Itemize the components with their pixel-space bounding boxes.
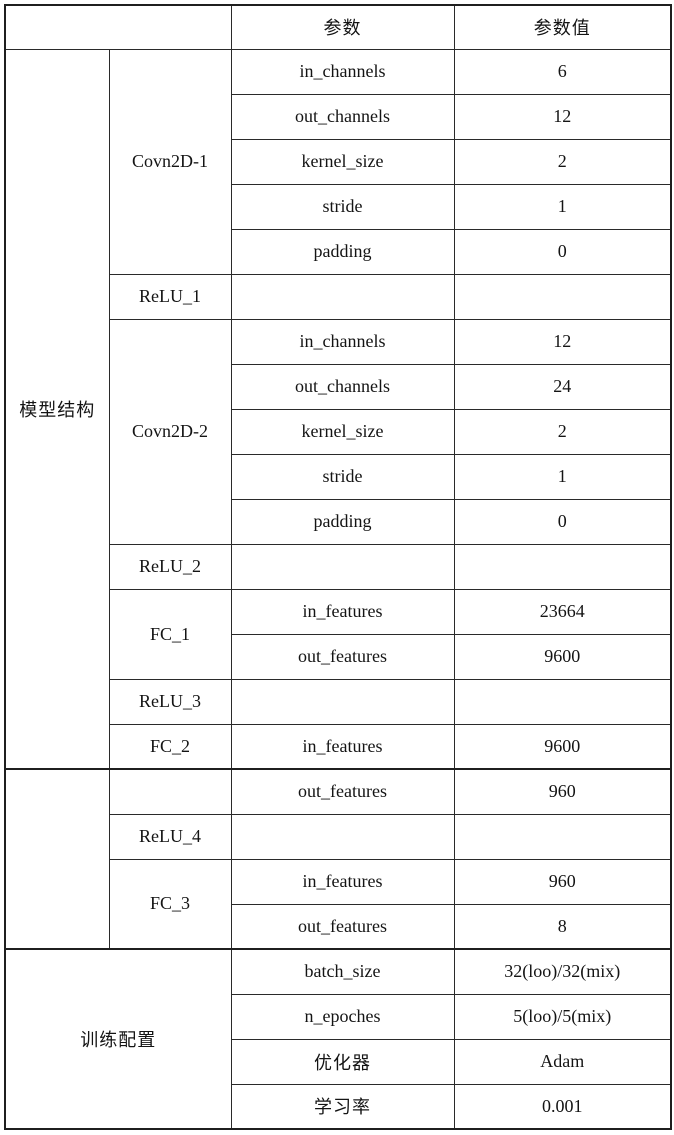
param-cell: in_features [230,858,455,905]
header-corner-cell [4,4,232,50]
diagonal-empty-cell [453,813,672,860]
value-cell: 960 [453,768,672,815]
diagonal-empty-cell [230,678,455,725]
header-row: 参数 参数值 [4,4,672,50]
diagonal-empty-cell [230,543,455,590]
table-row: kernel_size 2 [5,408,672,455]
table-row: ReLU_4 [5,813,672,860]
value-cell: 0 [453,228,672,275]
param-cell: out_channels [230,363,455,410]
section-label-model-structure: 模型结构 [4,48,110,770]
param-cell: batch_size [230,948,455,995]
table-row: stride 1 [5,453,672,500]
table-row: out_features 960 [4,768,672,950]
table-row: padding 0 [5,228,672,275]
value-cell: 9600 [453,633,672,680]
param-cell: out_features [230,768,455,815]
value-cell: 12 [453,318,672,365]
value-cell: 1 [453,183,672,230]
parameters-table-container: 参数 参数值 模型结构 Covn2D-1 in_channels 6 out_c… [4,4,672,1130]
value-cell: 24 [453,363,672,410]
diagonal-empty-cell [453,678,672,725]
value-cell: 5(loo)/5(mix) [453,993,672,1040]
value-cell: 23664 [453,588,672,635]
header-value-cell: 参数值 [453,4,672,50]
layer-cell-fc-2: FC_2 [108,723,232,770]
param-cell: n_epoches [230,993,455,1040]
table-row: out_channels 12 [5,93,672,140]
value-cell: 2 [453,138,672,185]
value-cell: 0.001 [453,1083,672,1130]
param-cell: out_channels [230,93,455,140]
table-row: out_features 9600 [5,633,672,680]
param-cell: out_features [230,633,455,680]
param-cell: stride [230,453,455,500]
value-cell: 12 [453,93,672,140]
value-cell: 6 [453,48,672,95]
param-cell: out_features [230,903,455,950]
section-label-empty [4,768,110,950]
param-cell: in_features [230,588,455,635]
value-cell: 960 [453,858,672,905]
param-cell: in_channels [230,48,455,95]
diagonal-empty-cell [230,813,455,860]
table-row: n_epoches 5(loo)/5(mix) [5,993,672,1040]
table-row: Covn2D-2 in_channels 12 [5,318,672,545]
table-row: 训练配置 batch_size 32(loo)/32(mix) [4,948,672,1130]
layer-cell-fc-1: FC_1 [108,588,232,680]
table-row: FC_3 in_features 960 [5,858,672,950]
layer-cell-covn2d-2: Covn2D-2 [108,318,232,545]
layer-cell-relu-1: ReLU_1 [108,273,232,320]
layer-cell-empty [108,768,232,815]
value-cell: 2 [453,408,672,455]
diagonal-empty-cell [453,543,672,590]
value-cell: 8 [453,903,672,950]
param-cell-optimizer: 优化器 [230,1038,455,1085]
table-row: FC_2 in_features 9600 [5,723,672,770]
layer-cell-relu-2: ReLU_2 [108,543,232,590]
table-row: padding 0 [5,498,672,545]
value-cell: Adam [453,1038,672,1085]
value-cell: 1 [453,453,672,500]
param-cell: in_channels [230,318,455,365]
param-cell: padding [230,228,455,275]
param-cell: kernel_size [230,408,455,455]
table-row: kernel_size 2 [5,138,672,185]
table-row: 学习率 0.001 [5,1083,672,1130]
layer-cell-relu-4: ReLU_4 [108,813,232,860]
diagonal-empty-cell [453,273,672,320]
value-cell: 9600 [453,723,672,770]
param-cell: stride [230,183,455,230]
diagonal-empty-cell [230,273,455,320]
table-row: ReLU_3 [5,678,672,725]
header-param-cell: 参数 [230,4,455,50]
table-row: ReLU_1 [5,273,672,320]
value-cell: 0 [453,498,672,545]
layer-cell-fc-3: FC_3 [108,858,232,950]
layer-cell-covn2d-1: Covn2D-1 [108,48,232,275]
table-row: 模型结构 Covn2D-1 in_channels 6 [4,48,672,770]
value-cell: 32(loo)/32(mix) [453,948,672,995]
param-cell: padding [230,498,455,545]
param-cell: kernel_size [230,138,455,185]
param-cell: in_features [230,723,455,770]
table-row: FC_1 in_features 23664 [5,588,672,680]
parameters-table: 参数 参数值 模型结构 Covn2D-1 in_channels 6 out_c… [4,4,672,1130]
table-row: stride 1 [5,183,672,230]
section-label-training-config: 训练配置 [4,948,232,1130]
layer-cell-relu-3: ReLU_3 [108,678,232,725]
table-row: ReLU_2 [5,543,672,590]
param-cell-learning-rate: 学习率 [230,1083,455,1130]
